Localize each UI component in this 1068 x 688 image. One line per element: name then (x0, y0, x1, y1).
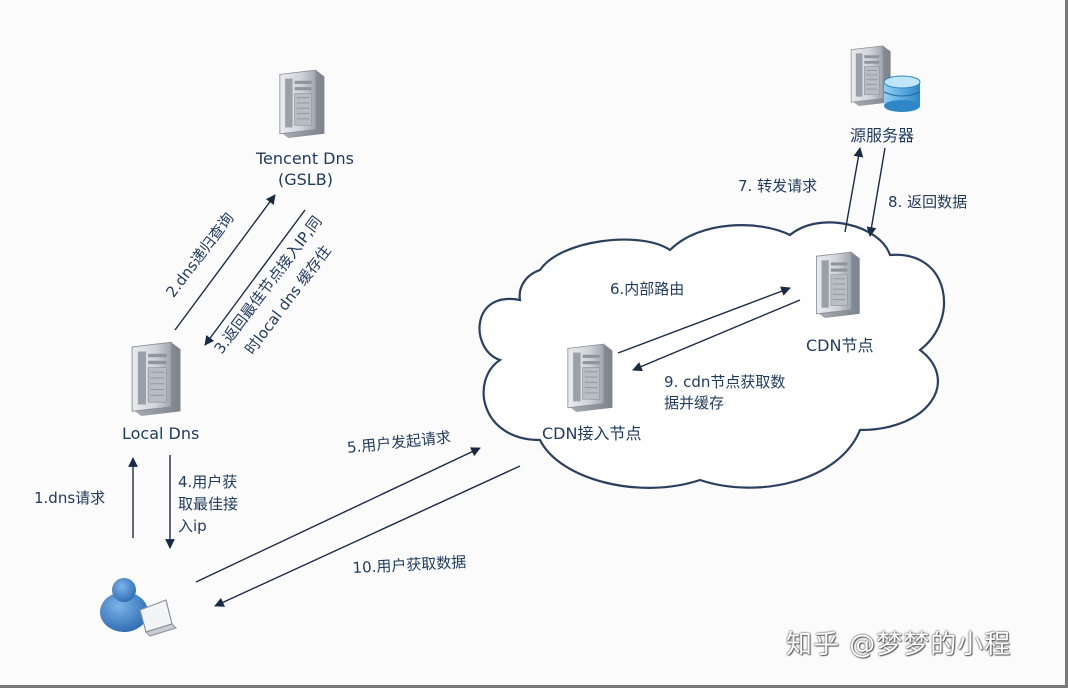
local-dns-server-icon (131, 341, 182, 416)
cdn-access-node-label: CDN接入节点 (542, 424, 642, 443)
step-7-label: 7. 转发请求 (738, 177, 818, 195)
arrow-step-7 (844, 147, 864, 233)
arrow-step-2 (174, 194, 276, 331)
database-icon (883, 75, 921, 112)
arrow-step-9 (632, 299, 801, 372)
step-4-label-line3: 入ip (178, 517, 207, 535)
step-8-label: 8. 返回数据 (888, 193, 968, 211)
cdn-node-label: CDN节点 (806, 336, 874, 355)
tencent-dns-label: Tencent Dns (256, 149, 354, 168)
step-4-label-line1: 4.用户获 (178, 473, 238, 491)
user-icon (100, 578, 148, 632)
step-6-label: 6.内部路由 (610, 280, 685, 298)
cdn-cloud (478, 221, 945, 489)
cdn-access-node-server-icon (567, 343, 613, 412)
arrow-step-3 (204, 209, 306, 346)
step-4-label-line2: 取最佳接 (178, 495, 239, 513)
step-9-label-line1: 9. cdn节点获取数 (664, 373, 786, 391)
tencent-dns-server-icon (279, 69, 325, 138)
origin-server-label: 源服务器 (850, 126, 915, 145)
arrow-step-10 (214, 465, 521, 607)
laptop-icon (139, 599, 177, 637)
watermark-text: 知乎 @梦梦的小程 (786, 630, 1012, 660)
arrow-step-6 (617, 286, 791, 354)
step-9-label-line2: 据并缓存 (664, 394, 725, 412)
local-dns-label: Local Dns (122, 424, 200, 443)
arrow-step-8 (866, 147, 886, 237)
arrow-step-5 (195, 447, 481, 583)
gslb-label: (GSLB) (278, 170, 333, 189)
step-1-label: 1.dns请求 (34, 489, 106, 507)
cdn-node-server-icon (815, 251, 861, 318)
